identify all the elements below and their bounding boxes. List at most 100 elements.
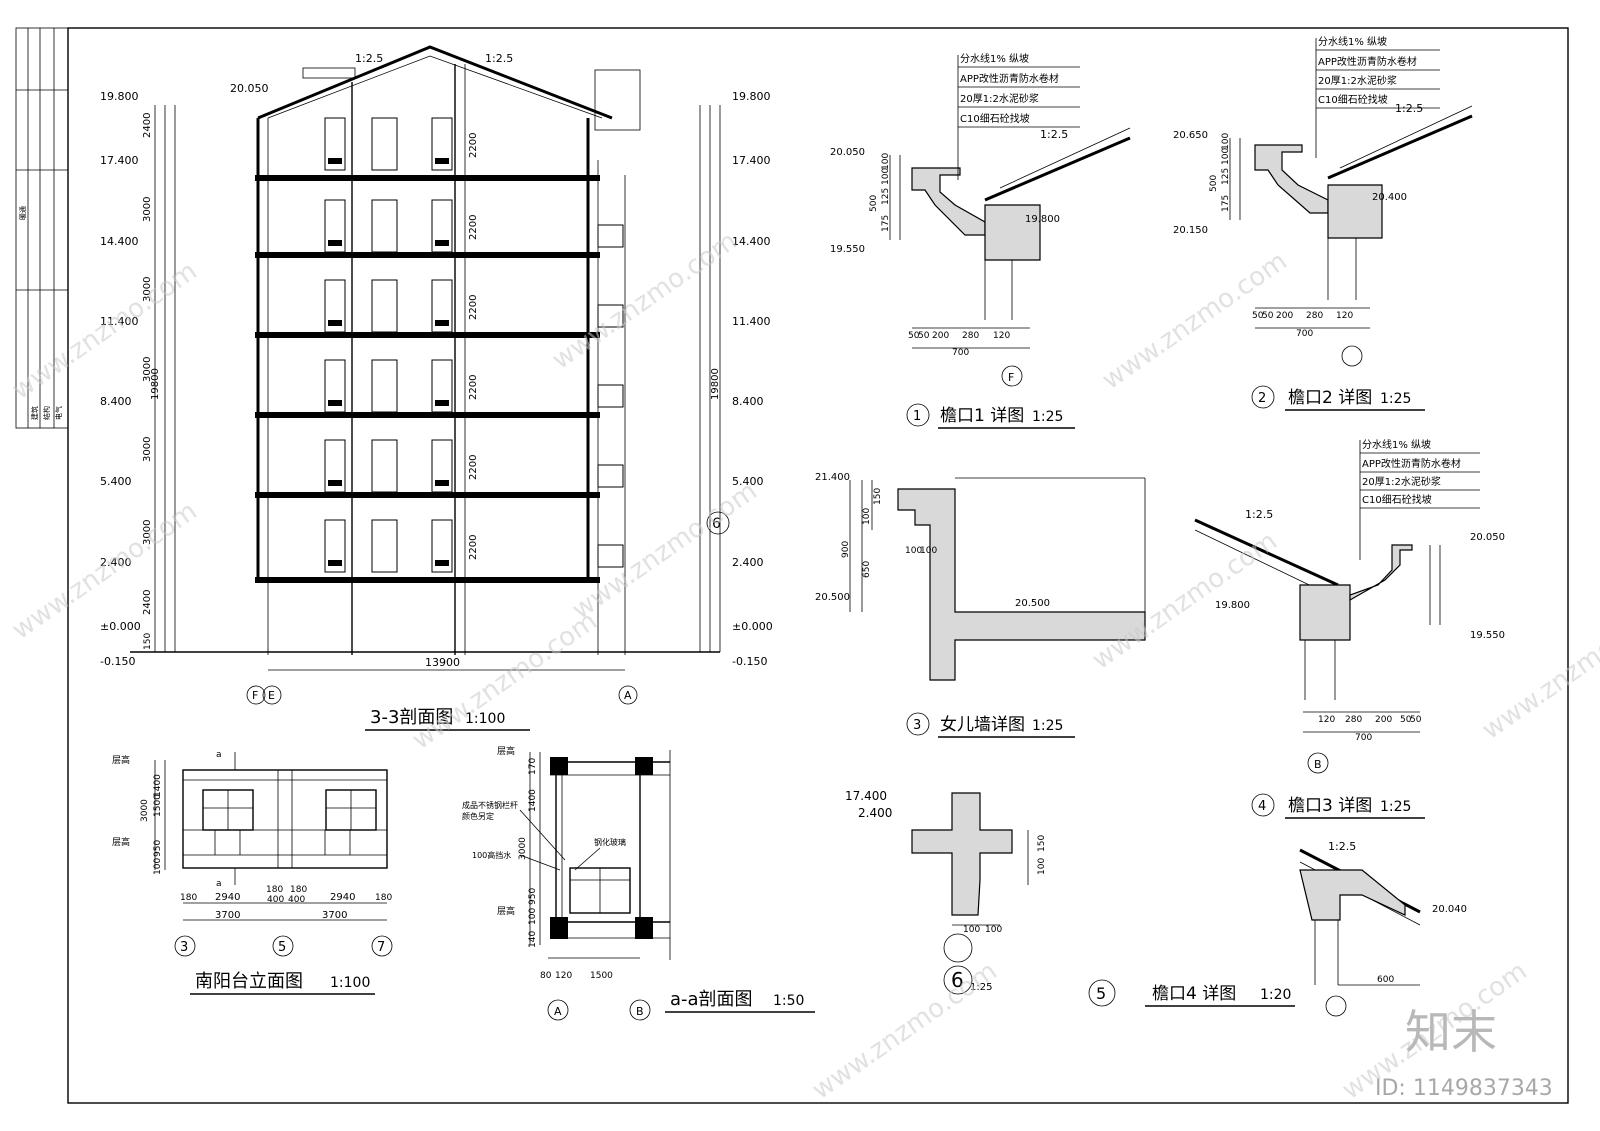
bal-axis-circle-1	[272, 935, 294, 957]
bal-cut-top: a	[216, 750, 222, 760]
bal-cut-bottom: a	[216, 879, 222, 889]
dim-left-3: 3000	[142, 357, 153, 382]
bal-dim-h-4: 180	[290, 885, 307, 895]
detail-3	[849, 477, 1146, 681]
door-vent	[435, 480, 449, 486]
total-width: 13900	[425, 656, 460, 669]
door-vent	[435, 158, 449, 164]
detail-4	[1194, 518, 1441, 733]
d4-note-1: APP改性沥青防水卷材	[1362, 457, 1461, 470]
elev-right-4: 8.400	[732, 395, 764, 408]
axis-A: A	[624, 689, 632, 702]
d2-elev-2: 20.400	[1372, 192, 1407, 203]
d6-scale: 1:25	[970, 982, 992, 993]
door-vent	[435, 560, 449, 566]
elev-left-6: 2.400	[100, 556, 132, 569]
balcony-rail	[597, 384, 624, 408]
elev-right-5: 5.400	[732, 475, 764, 488]
d1-slope: 1:2.5	[1040, 128, 1068, 141]
aa-dim-h-1: 120	[555, 971, 572, 981]
detail-6	[911, 792, 1029, 926]
door-height-label: 2200	[468, 455, 479, 480]
door-vent	[328, 560, 342, 566]
d4-elev-1: 19.550	[1470, 630, 1505, 641]
title-block-1: 暖通	[18, 206, 27, 220]
d2-dim-h-0: 50	[1252, 311, 1264, 321]
elev-left-8: -0.150	[100, 655, 135, 668]
aa-dim-v-5: 170	[528, 758, 538, 775]
d2-dim-h-2: 200	[1276, 311, 1293, 321]
d2-total: 700	[1296, 329, 1313, 339]
elev-right-1: 17.400	[732, 154, 771, 167]
door-vent	[328, 400, 342, 406]
door-opening	[324, 117, 346, 171]
d2-note-3: C10细石砼找坡	[1318, 93, 1388, 106]
d4-elev-0: 20.050	[1470, 532, 1505, 543]
d2-note-1: APP改性沥青防水卷材	[1318, 55, 1417, 68]
d3-dim-v-3: 150	[873, 488, 883, 505]
aa-axis-circle-1	[629, 999, 651, 1021]
aa-dim-v-1: 1400	[528, 789, 538, 812]
door-vent	[328, 158, 342, 164]
door-vent	[435, 240, 449, 246]
dim-left-5: 3000	[142, 520, 153, 545]
dim-left-2: 3000	[142, 277, 153, 302]
d6-elev-0: 17.400	[845, 789, 887, 803]
d4-scale: 1:25	[1380, 799, 1411, 815]
door-opening	[431, 279, 453, 333]
d4-axis-circle	[1307, 752, 1329, 774]
bal-axis-circle-0	[174, 935, 196, 957]
d4-axis: B	[1314, 758, 1322, 771]
d1-dim-h-4: 120	[993, 331, 1010, 341]
d2-slope: 1:2.5	[1395, 102, 1423, 115]
total-height-right: 19800	[710, 368, 721, 400]
floor-slab	[255, 175, 600, 181]
d1-note-2: 20厚1:2水泥砂浆	[960, 92, 1039, 105]
bal-total-0: 3700	[215, 910, 240, 921]
elev-left-5: 5.400	[100, 475, 132, 488]
door-vent	[435, 400, 449, 406]
bal-dim-v-2: 1400	[153, 774, 163, 797]
d2-axis-circle	[1341, 345, 1363, 367]
d6-num: 6	[951, 968, 964, 992]
bal-dim-h-0: 180	[180, 893, 197, 903]
aa-title: a-a剖面图	[670, 989, 753, 1010]
d1-dim-h-2: 200	[932, 331, 949, 341]
d2-dim-v-2: 125	[1221, 168, 1231, 185]
d1-num-circle	[906, 403, 930, 427]
aa-dim-h-0: 80	[540, 971, 552, 981]
balcony-rail	[597, 304, 624, 328]
wm-site-3: www.znzmo.com	[547, 226, 743, 376]
d1-title: 檐口1 详图	[940, 406, 1024, 426]
bal-dim-v-4: 950	[153, 840, 163, 857]
bal-level-0: 层高	[112, 754, 130, 766]
bal-total-1: 3700	[322, 910, 347, 921]
d5-scale: 1:20	[1260, 987, 1291, 1003]
elev-right-8: -0.150	[732, 655, 767, 668]
d1-total: 700	[952, 348, 969, 358]
door-opening	[371, 279, 398, 333]
d4-dim-h-1: 280	[1345, 715, 1362, 725]
elev-left-0: 19.800	[100, 90, 139, 103]
door-opening	[431, 199, 453, 253]
d5-title: 檐口4 详图	[1152, 984, 1236, 1004]
bal-dim-h-1: 2940	[215, 892, 240, 903]
door-opening	[431, 519, 453, 573]
floor-slab	[255, 332, 600, 338]
d4-slope: 1:2.5	[1245, 508, 1273, 521]
bal-dim-v-1: 1500	[153, 794, 163, 817]
roof-slope-left: 1:2.5	[355, 52, 383, 65]
d6-dim-1: 100	[1037, 858, 1047, 875]
bal-axis-2: 7	[377, 940, 385, 955]
elev-left-7: ±0.000	[100, 620, 141, 633]
d4-total: 700	[1355, 733, 1372, 743]
elev-right-3: 11.400	[732, 315, 771, 328]
aa-axis-1: B	[636, 1005, 644, 1018]
dim-left-0: 2400	[142, 113, 153, 138]
roof-slope-right: 1:2.5	[485, 52, 513, 65]
roof-elev: 20.050	[230, 82, 269, 95]
sheet-frame	[67, 27, 1569, 1104]
bal-dim-v-3: 100	[153, 858, 163, 875]
